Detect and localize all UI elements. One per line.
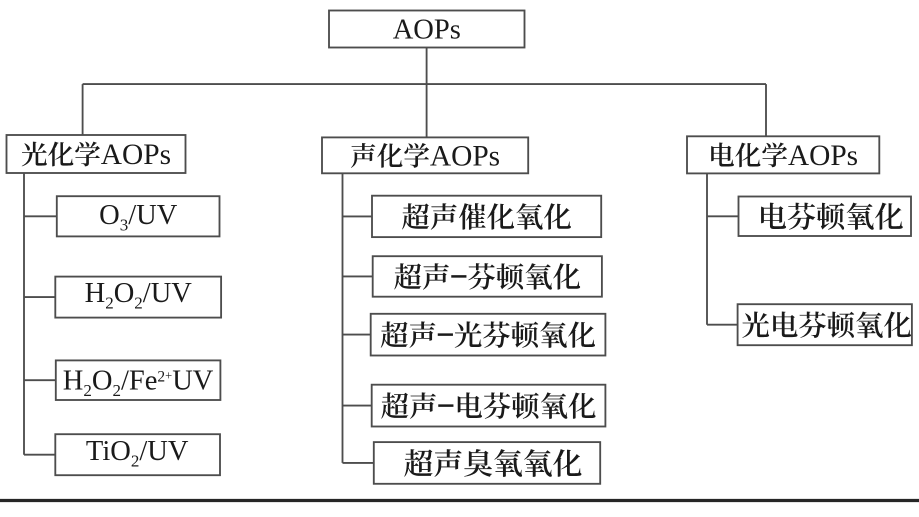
svg-text:AOPs: AOPs <box>430 141 500 173</box>
svg-text:H2O2/Fe2+UV: H2O2/Fe2+UV <box>63 366 214 401</box>
svg-text:AOPs: AOPs <box>101 139 171 171</box>
svg-text:AOPs: AOPs <box>393 14 461 45</box>
svg-text:TiO2/UV: TiO2/UV <box>86 436 189 471</box>
svg-text:H2O2/UV: H2O2/UV <box>85 278 193 313</box>
svg-text:O3/UV: O3/UV <box>99 200 178 235</box>
svg-text:AOPs: AOPs <box>788 140 858 172</box>
